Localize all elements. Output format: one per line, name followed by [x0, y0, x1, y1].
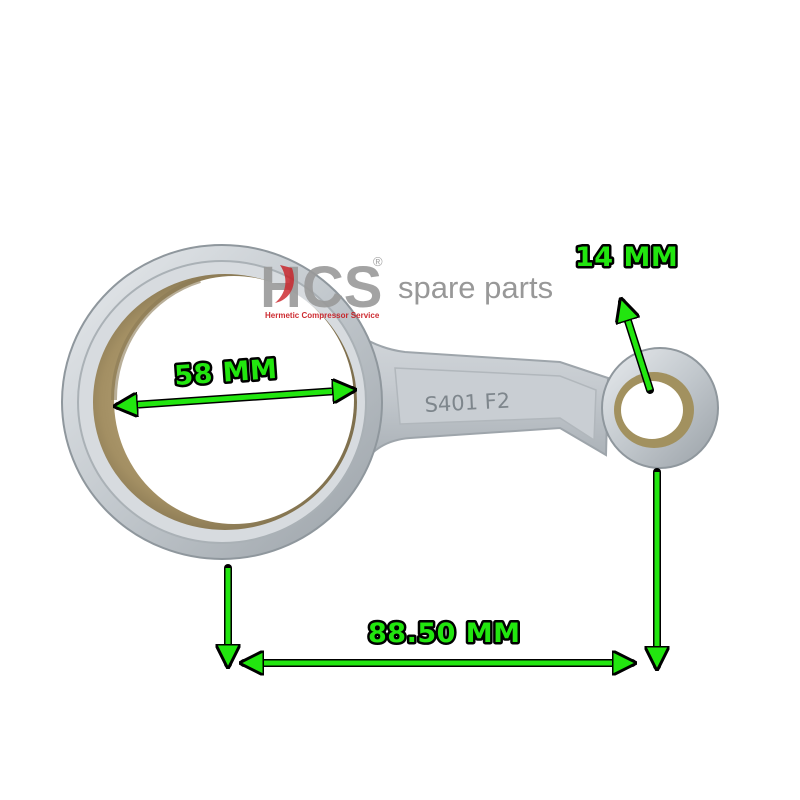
small-end-dimension-label: 14 MM [575, 242, 678, 273]
logo-suffix: spare parts [398, 270, 553, 305]
dimension-annotations: 58 MM 14 MM 88.50 MM [118, 240, 680, 666]
small-end-dimension-arrow [622, 302, 653, 391]
svg-text:HCS: HCS [260, 255, 382, 320]
registered-mark: ® [373, 254, 383, 269]
hcs-logo: HCS [260, 255, 382, 320]
part-marking: S401 F2 [424, 389, 511, 417]
logo-tagline: Hermetic Compressor Service [265, 311, 380, 320]
rod-rib [394, 367, 597, 442]
center-distance-label: 88.50 MM [368, 618, 521, 649]
logo-brand: HCS [260, 255, 382, 320]
hcs-watermark: HCS ® Hermetic Compressor Service spare … [260, 254, 553, 320]
small-end-bore [621, 381, 683, 439]
